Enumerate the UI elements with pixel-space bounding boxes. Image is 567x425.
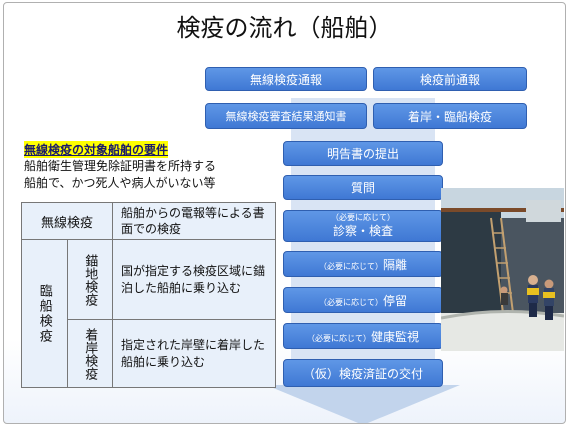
flow-step-declaration[interactable]: 明告書の提出 xyxy=(283,141,443,166)
table-row: 無線検疫 船舶からの電報等による書面での検疫 xyxy=(21,202,276,240)
berthing-boarding-quarantine-label: 着岸・臨船検疫 xyxy=(407,109,492,124)
flow-step-label: 診察・検査 xyxy=(332,224,393,238)
flow-step-label: 健康監視 xyxy=(370,329,419,344)
flow-step-label: 停留 xyxy=(382,293,407,308)
flow-arrow xyxy=(266,385,460,423)
radio-review-result-label: 無線検疫審査結果通知書 xyxy=(225,110,347,123)
slide: 検疫の流れ（船舶） 無線検疫通報 無線検疫審査結果通知書 検疫前通報 着岸・臨船… xyxy=(3,2,566,424)
flow-step-detention[interactable]: （必要に応じて）停留 xyxy=(283,287,443,313)
flow-step-label: （仮）検疫済証の交付 xyxy=(302,366,423,381)
flow-step-note: （必要に応じて） xyxy=(306,333,371,343)
requirements-line: 船舶で、かつ死人や病人がいない等 xyxy=(24,176,216,190)
anchorage-quarantine-cell: 錨地検疫 xyxy=(66,239,113,320)
boarding-quarantine-cell: 臨船検疫 xyxy=(21,239,68,388)
anchorage-quarantine-desc: 国が指定する検疫区域に錨泊した船舶に乗り込む xyxy=(112,239,276,320)
radio-quarantine-cell: 無線検疫 xyxy=(21,202,113,240)
pre-quarantine-report-label: 検疫前通報 xyxy=(419,72,480,87)
berthing-boarding-quarantine-button[interactable]: 着岸・臨船検疫 xyxy=(373,103,527,129)
flow-step-label: 隔離 xyxy=(382,257,407,272)
flow-step-label: 質問 xyxy=(350,181,375,195)
pre-quarantine-report-button[interactable]: 検疫前通報 xyxy=(373,67,527,91)
flow-step-label: 明告書の提出 xyxy=(326,147,399,161)
berth-quarantine-desc: 指定された岸壁に着岸した船舶に乗り込む xyxy=(112,319,276,388)
flow-step-certificate[interactable]: （仮）検疫済証の交付 xyxy=(283,359,443,387)
ship-photo-illustration xyxy=(441,188,564,351)
ship-boarding-photo xyxy=(441,188,564,351)
requirements-heading: 無線検疫の対象船舶の要件 xyxy=(24,141,169,158)
flow-step-isolation[interactable]: （必要に応じて）隔離 xyxy=(283,251,443,277)
radio-review-result-button[interactable]: 無線検疫審査結果通知書 xyxy=(205,103,367,129)
page-title: 検疫の流れ（船舶） xyxy=(176,14,393,42)
table-row: 着岸検疫 指定された岸壁に着岸した船舶に乗り込む xyxy=(22,319,276,388)
table-row: 臨船検疫 錨地検疫 国が指定する検疫区域に錨泊した船舶に乗り込む xyxy=(21,239,276,388)
berth-quarantine-cell: 着岸検疫 xyxy=(66,319,113,388)
flow-step-examination[interactable]: （必要に応じて） 診察・検査 xyxy=(283,210,443,242)
requirements-line: 船舶衛生管理免除証明書を所持する xyxy=(24,159,217,173)
radio-quarantine-report-button[interactable]: 無線検疫通報 xyxy=(205,67,367,91)
radio-quarantine-desc: 船舶からの電報等による書面での検疫 xyxy=(112,202,276,240)
quarantine-types-table: 無線検疫 船舶からの電報等による書面での検疫 臨船検疫 錨地検疫 国が指定する検… xyxy=(21,202,276,388)
flow-step-note: （必要に応じて） xyxy=(318,297,383,307)
requirements-body: 船舶衛生管理免除証明書を所持する 船舶で、かつ死人や病人がいない等 xyxy=(24,158,274,192)
flow-step-note: （必要に応じて） xyxy=(318,261,383,271)
flow-step-questions[interactable]: 質問 xyxy=(283,175,443,200)
flow-step-health-monitoring[interactable]: （必要に応じて）健康監視 xyxy=(283,323,443,349)
flow-step-note: （必要に応じて） xyxy=(331,213,395,222)
radio-quarantine-report-label: 無線検疫通報 xyxy=(249,72,322,87)
